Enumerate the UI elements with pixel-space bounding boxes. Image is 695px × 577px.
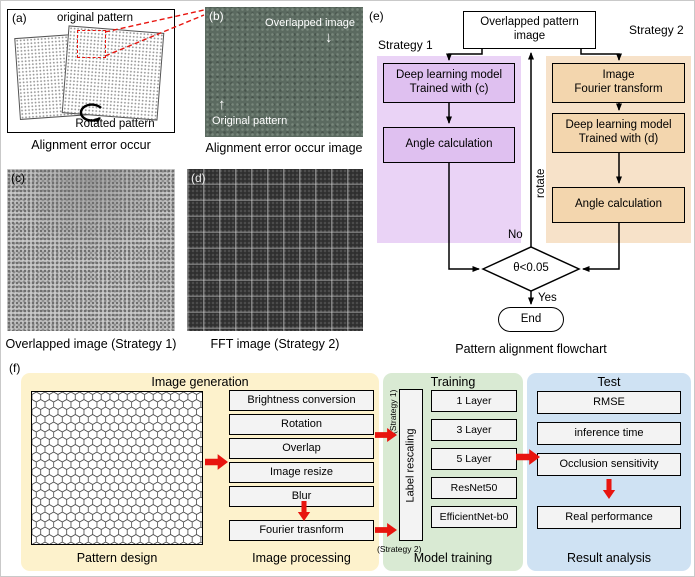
panel-c-caption: Overlapped image (Strategy 1) xyxy=(5,337,177,351)
flow-s2-fourier-line1: Image xyxy=(602,69,635,82)
processing-step-fourier: Fourier trasnform xyxy=(229,520,374,541)
flow-s2-dl-line1: Deep learning model xyxy=(565,119,672,132)
panel-b-caption: Alignment error occur image xyxy=(205,141,363,155)
training-title: Training xyxy=(430,375,476,389)
up-arrow-icon: ↑ xyxy=(218,96,226,113)
flow-s1-dl-line1: Deep learning model xyxy=(395,69,503,82)
no-label: No xyxy=(508,229,523,241)
test-inference-time: inference time xyxy=(537,422,681,445)
panel-b-tag: (b) xyxy=(209,9,224,23)
zoom-region-rect xyxy=(77,30,106,58)
panel-e-tag: (e) xyxy=(369,9,384,23)
test-occlusion: Occlusion sensitivity xyxy=(537,453,681,476)
pattern-design-image xyxy=(31,391,203,545)
processing-step-brightness: Brightness conversion xyxy=(229,390,374,411)
strategy2-note: (Strategy 2) xyxy=(377,544,422,554)
panel-d-caption: FFT image (Strategy 2) xyxy=(210,337,340,351)
flow-top-box-line2: image xyxy=(513,30,546,42)
flow-s2-dl-line2: Trained with (d) xyxy=(578,133,659,145)
label-rescaling-box: Label rescaling xyxy=(399,389,423,541)
model-3layer: 3 Layer xyxy=(431,419,517,441)
image-processing-label: Image processing xyxy=(252,551,351,565)
model-efficientnet: EfficientNet-b0 xyxy=(431,506,517,528)
model-training-label: Model training xyxy=(413,551,493,565)
panel-e-caption: Pattern alignment flowchart xyxy=(455,342,607,356)
panel-c-image xyxy=(7,169,175,331)
flow-top-box: Overlapped pattern image xyxy=(463,11,596,49)
rotation-arrow-icon xyxy=(79,103,102,124)
flow-s1-dl-model-box: Deep learning model Trained with (c) xyxy=(383,63,515,103)
flow-s2-angle-box: Angle calculation xyxy=(552,187,685,223)
panel-d-tag: (d) xyxy=(191,171,206,185)
model-1layer: 1 Layer xyxy=(431,390,517,412)
panel-f-tag: (f) xyxy=(9,361,21,375)
overlapped-image-label: Overlapped image xyxy=(265,17,355,29)
flow-s2-dl-model-box: Deep learning model Trained with (d) xyxy=(552,113,685,153)
flow-s1-dl-line2: Trained with (c) xyxy=(409,83,489,95)
panel-d-image xyxy=(187,169,363,331)
processing-step-resize: Image resize xyxy=(229,462,374,483)
test-title: Test xyxy=(597,375,621,389)
flow-s2-fourier-box: Image Fourier transform xyxy=(552,63,685,103)
model-resnet50: ResNet50 xyxy=(431,477,517,499)
original-pattern-label: original pattern xyxy=(56,12,134,24)
end-terminal: End xyxy=(498,307,564,332)
flow-top-box-line1: Overlapped pattern xyxy=(480,16,579,29)
original-pattern-photo-label: Original pattern xyxy=(212,115,288,127)
decision-label: θ<0.05 xyxy=(513,262,549,274)
pattern-design-label: Pattern design xyxy=(76,551,158,565)
yes-label: Yes xyxy=(538,292,557,304)
test-rmse: RMSE xyxy=(537,391,681,414)
down-arrow-icon: ↓ xyxy=(325,29,333,46)
panel-b-image xyxy=(205,7,363,137)
image-generation-title: Image generation xyxy=(151,375,249,389)
processing-step-overlap: Overlap xyxy=(229,438,374,459)
flow-s1-angle-box: Angle calculation xyxy=(383,127,515,163)
flow-s2-fourier-line2: Fourier transform xyxy=(574,83,663,95)
label-rescaling-text: Label rescaling xyxy=(404,428,417,502)
rotate-label: rotate xyxy=(535,168,547,198)
model-5layer: 5 Layer xyxy=(431,448,517,470)
honeycomb-pattern xyxy=(32,392,202,544)
strategy1-label: Strategy 1 xyxy=(378,38,433,52)
rotated-pattern-label: Rotated pattern xyxy=(75,118,155,130)
panel-c-tag: (c) xyxy=(11,171,25,185)
strategy2-label: Strategy 2 xyxy=(629,23,684,37)
result-analysis-label: Result analysis xyxy=(566,551,652,565)
panel-a-tag: (a) xyxy=(12,11,27,25)
real-performance-box: Real performance xyxy=(537,506,681,529)
processing-step-rotation: Rotation xyxy=(229,414,374,435)
panel-a-caption: Alignment error occur xyxy=(31,138,151,152)
strategy1-note: (Strategy 1) xyxy=(388,389,398,434)
